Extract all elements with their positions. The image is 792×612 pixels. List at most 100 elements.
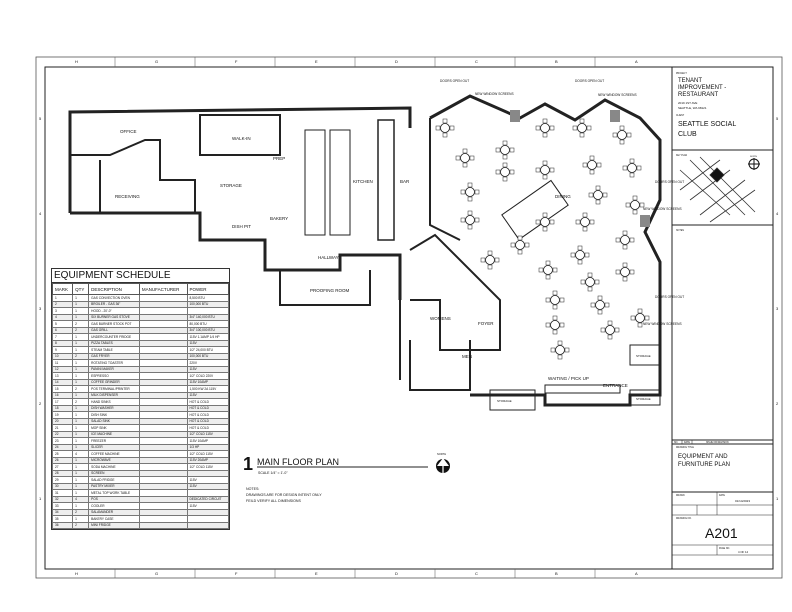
grid-column-label: E [315,571,318,576]
chair [559,322,565,328]
grid-row-label: 4 [776,211,779,216]
drawing-title: EQUIPMENT AND [678,454,728,460]
room-label-men: MEN [462,354,472,359]
dining-table [545,290,565,310]
schedule-cell: 2 [72,521,90,529]
project-label: PROJECT [676,73,687,75]
chair [467,182,473,188]
chair [524,242,530,248]
chair [582,162,588,168]
north-arrow-icon [436,458,450,474]
proofing-wall [279,270,371,306]
chair [636,165,642,171]
chair [559,297,565,303]
client-name: SEATTLE SOCIAL [678,121,736,128]
chair [622,165,628,171]
dining-table [510,235,530,255]
chair [542,132,548,138]
dining-table [550,340,570,360]
chair [622,230,628,236]
notes-line: DRAWINGS ARE FOR DESIGN INTENT ONLY [246,493,322,497]
dining-table [535,212,555,232]
dining-table [622,158,642,178]
chair [460,217,466,223]
schedule-header: MANUFACTURER [138,283,188,295]
grid-column-label: D [395,59,398,64]
office-wall [70,139,196,213]
dining-table [590,295,610,315]
chair [542,118,548,124]
chair [615,237,621,243]
room-label-hallway: HALLWAY [318,255,339,260]
chair [622,244,628,250]
chair [604,302,610,308]
window-note: NEW WINDOW SCREENS [643,322,682,326]
chair [495,147,501,153]
chair [572,125,578,131]
chair [586,125,592,131]
room-label-storage: STORAGE [636,354,651,358]
dining-table [535,118,555,138]
chair [602,192,608,198]
chair [570,252,576,258]
title-block [671,67,773,569]
chair [644,315,650,321]
dining-table [575,212,595,232]
grid-column-label: D [395,571,398,576]
room-label-waiting: WAITING / PICK UP [548,376,589,381]
chair [595,199,601,205]
dining-table [588,185,608,205]
revision-header-issue: ISSUE OR REVISION [706,442,729,444]
dining-table [538,260,558,280]
room-label-kitchen: KITCHEN [353,179,373,184]
dining-inner-wall [429,118,461,241]
dining-table [612,125,632,145]
chair [549,125,555,131]
schedule-cell [138,521,188,529]
chair [494,257,500,263]
dining-table [460,182,480,202]
dining-wall [429,94,662,407]
grid-column-label: B [555,59,558,64]
notes-heading: NOTES: [246,487,259,491]
chair [517,249,523,255]
window-note: NEW WINDOW SCREENS [475,92,514,96]
dining-tables [435,118,650,360]
window-note: NEW WINDOW SCREENS [643,207,682,211]
doors-note: DOORS OPEN OUT [655,295,684,299]
chair [545,260,551,266]
dining-table [455,148,475,168]
boh-wall-bottom [70,211,402,300]
chair [607,334,613,340]
schedule-cell: BAKERY CASE [88,515,140,523]
doors-note: DOORS OPEN OUT [655,180,684,184]
project-name: TENANT [678,78,702,84]
kitchen-line [329,129,351,236]
date-label: DATE [719,494,725,497]
grid-column-label: C [475,571,478,576]
chair [615,269,621,275]
chair [509,169,515,175]
column [510,110,520,122]
grid-row-label: 2 [39,401,42,406]
grid-column-label: C [475,59,478,64]
chair [549,167,555,173]
window-note: NEW WINDOW SCREENS [598,93,637,97]
chair [474,189,480,195]
chair [589,155,595,161]
doors-note: DOORS OPEN OUT [440,79,469,83]
chair [584,252,590,258]
chair [535,125,541,131]
grid-column-label: H [75,571,78,576]
room-label-bakery: BAKERY [270,216,288,221]
chair [564,347,570,353]
chair [629,172,635,178]
chair [619,139,625,145]
storage-room [489,389,536,411]
